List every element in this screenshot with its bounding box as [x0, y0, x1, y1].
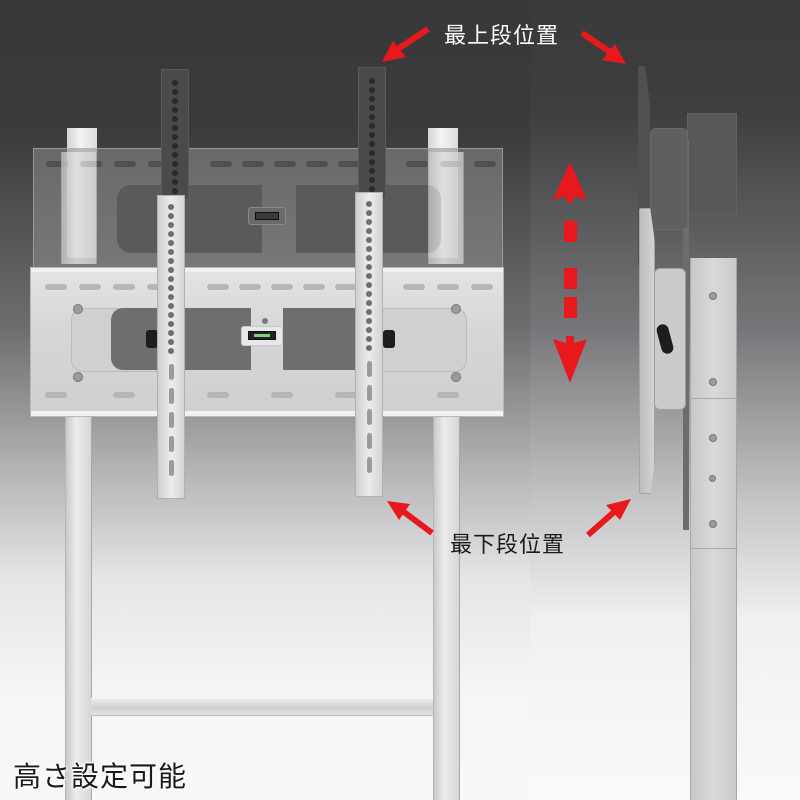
vesa-arm-left [157, 195, 185, 499]
plate-cutout [117, 185, 262, 253]
bottom-position-label: 最下段位置 [450, 533, 566, 558]
side-column [690, 258, 737, 800]
tilt-bracket-ghost [650, 128, 688, 230]
left-post [65, 405, 92, 800]
left-post-inner [61, 152, 97, 264]
arrow-bottom-left-icon [387, 501, 434, 536]
arrow-top-right-icon [580, 30, 626, 64]
side-rail [683, 140, 689, 530]
vesa-arm-top-position-right [358, 67, 386, 199]
side-column-ghost [687, 113, 737, 215]
right-post-inner [428, 152, 464, 264]
tilt-knob [146, 330, 158, 348]
arrow-bottom-right-icon [586, 499, 631, 538]
right-post [433, 405, 460, 800]
top-position-label: 最上段位置 [444, 24, 560, 49]
tilt-knob [383, 330, 395, 348]
vesa-arm-top-position-left [161, 69, 189, 199]
arrow-top-left-icon [382, 26, 430, 62]
height-adjustable-label: 高さ設定可能 [13, 760, 188, 793]
crossbar [91, 698, 433, 716]
spirit-level [241, 326, 283, 346]
vesa-arm-right [355, 192, 383, 497]
spirit-level-ghost [248, 207, 286, 225]
tilt-bracket [654, 268, 686, 410]
vertical-range-double-arrow-icon [553, 162, 587, 383]
